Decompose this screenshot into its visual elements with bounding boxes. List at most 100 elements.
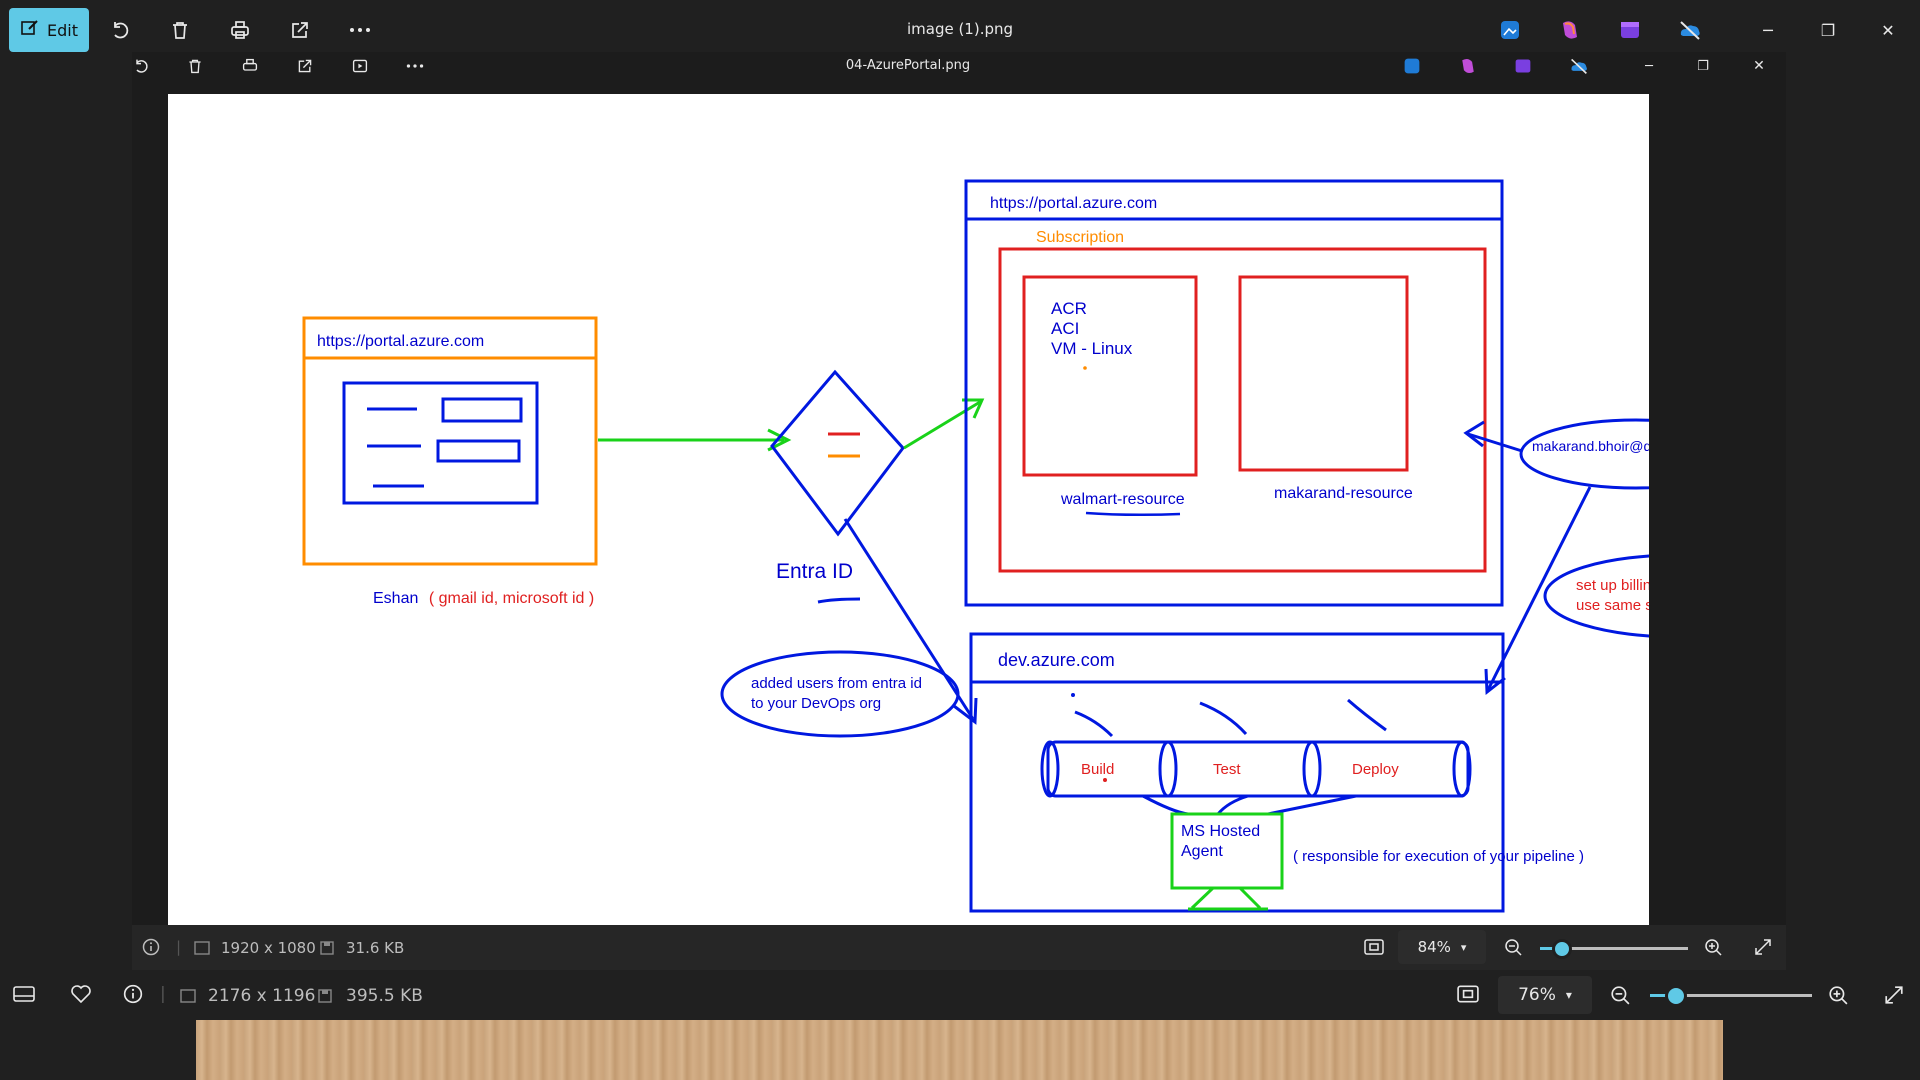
zoom-out-button[interactable] [1610, 985, 1630, 1009]
clipchamp-button[interactable] [1610, 10, 1650, 50]
inner-close-button[interactable]: ✕ [1740, 47, 1778, 85]
inner-rotate-button[interactable] [122, 47, 160, 85]
dimensions-icon [180, 988, 196, 1007]
slider-knob[interactable] [1552, 939, 1572, 959]
print-button[interactable] [220, 10, 260, 50]
pipeline [1040, 698, 1472, 798]
filmstrip-button[interactable] [12, 984, 36, 1008]
rotate-button[interactable] [100, 10, 140, 50]
rotate-icon [114, 22, 129, 39]
rg1-item-aci: ACI [1051, 319, 1079, 338]
fit-button[interactable] [1457, 985, 1479, 1007]
inner-fullscreen-button[interactable] [1754, 938, 1772, 960]
restore-button[interactable]: ❐ [1808, 10, 1848, 50]
agent-line2: Agent [1181, 843, 1223, 860]
outer-status-bar [0, 970, 1920, 1020]
billing-note-line2: use same subscription [1576, 597, 1649, 614]
clipchamp-icon [1621, 22, 1639, 38]
zoom-select[interactable]: 76% ▾ [1498, 976, 1592, 1014]
zoom-in-icon [1829, 986, 1848, 1005]
zoom-in-button[interactable] [1828, 985, 1848, 1009]
info-button[interactable] [123, 984, 143, 1008]
slider-knob[interactable] [1665, 985, 1687, 1007]
window-title: image (1).png [906, 20, 1014, 38]
inner-minimize-button[interactable]: ─ [1630, 47, 1668, 85]
ms-hosted-agent-box [1170, 812, 1284, 890]
photos-app-icon [1501, 21, 1519, 39]
copilot-button[interactable] [1550, 10, 1590, 50]
trash-icon [189, 59, 201, 74]
zoom-in-icon [1705, 939, 1722, 956]
desktop-background [196, 1020, 1723, 1080]
inner-photos-app-button[interactable] [1393, 47, 1431, 85]
dimensions-icon [194, 940, 210, 959]
architecture-diagram: https://portal.azure.com Eshan ( gmail i… [302, 179, 1813, 913]
inner-share-button[interactable] [286, 47, 324, 85]
agent-note: ( responsible for execution of your pipe… [1293, 848, 1584, 865]
inner-restore-button[interactable]: ❐ [1684, 47, 1722, 85]
more-icon [406, 64, 424, 68]
outer-file-size: 395.5 KB [346, 986, 423, 1006]
minimize-icon: ─ [1763, 20, 1773, 40]
print-icon [231, 21, 249, 39]
inner-zoom-out-button[interactable] [1504, 938, 1522, 960]
subscription-label: Subscription [1036, 229, 1124, 246]
file-size-icon [320, 940, 334, 959]
more-button[interactable] [340, 10, 380, 50]
green-arrow-2 [903, 400, 981, 450]
inner-clipchamp-button[interactable] [1504, 47, 1542, 85]
left-portal-url: https://portal.azure.com [317, 333, 484, 350]
inner-zoom-select[interactable]: 84% ▾ [1398, 930, 1486, 964]
minimize-icon: ─ [1645, 58, 1653, 74]
inner-onedrive-button[interactable] [1560, 47, 1598, 85]
inner-title-bar [132, 52, 1786, 92]
copilot-icon [1462, 58, 1474, 74]
heart-icon [71, 985, 91, 1004]
filmstrip-icon [13, 986, 35, 1002]
fullscreen-button[interactable] [1884, 985, 1904, 1009]
left-portal-box [302, 316, 598, 566]
inner-more-button[interactable] [396, 47, 434, 85]
info-icon [123, 984, 143, 1004]
restore-icon: ❐ [1820, 20, 1836, 40]
inner-fit-button[interactable] [1364, 939, 1384, 959]
email-note-ellipse [1519, 418, 1753, 490]
share-button[interactable] [280, 10, 320, 50]
outer-title-bar [0, 0, 1920, 60]
favorite-button[interactable] [70, 984, 92, 1008]
login-form-sketch [342, 381, 539, 505]
delete-button[interactable] [160, 10, 200, 50]
users-note-ellipse [720, 650, 960, 738]
inner-window-title: 04-AzurePortal.png [845, 58, 971, 73]
stage-build: Build [1081, 761, 1114, 778]
inner-print-button[interactable] [231, 47, 269, 85]
entra-id-diamond [770, 369, 905, 537]
edit-button[interactable]: Edit [9, 8, 89, 52]
zoom-out-icon [1611, 986, 1630, 1005]
outer-dimensions: 2176 x 1196 [208, 986, 316, 1006]
zoom-out-icon [1505, 939, 1522, 956]
divider: | [176, 938, 182, 956]
onedrive-button[interactable] [1670, 10, 1710, 50]
inner-slideshow-button[interactable] [341, 47, 379, 85]
file-size-icon [318, 988, 332, 1007]
trash-icon [173, 22, 187, 39]
slideshow-icon [352, 59, 368, 73]
inner-zoom-in-button[interactable] [1704, 938, 1722, 960]
outer-zoom-value: 76% [1518, 985, 1556, 1005]
email-note: makarand.bhoir@dev.com [1532, 438, 1649, 454]
close-button[interactable]: ✕ [1868, 10, 1908, 50]
inner-copilot-button[interactable] [1449, 47, 1487, 85]
inner-zoom-value: 84% [1417, 938, 1451, 956]
billing-note-line1: set up billing so that we can [1576, 577, 1649, 594]
rg1-item-vm: VM - Linux [1051, 339, 1133, 358]
photos-app-button[interactable] [1490, 10, 1530, 50]
more-icon [350, 28, 370, 32]
inner-info-button[interactable] [142, 938, 160, 960]
minimize-button[interactable]: ─ [1748, 10, 1788, 50]
close-icon: ✕ [1881, 20, 1895, 40]
inner-delete-button[interactable] [176, 47, 214, 85]
users-note-line2: to your DevOps org [751, 695, 881, 712]
azure-portal-box [964, 179, 1504, 607]
info-icon [142, 938, 160, 956]
